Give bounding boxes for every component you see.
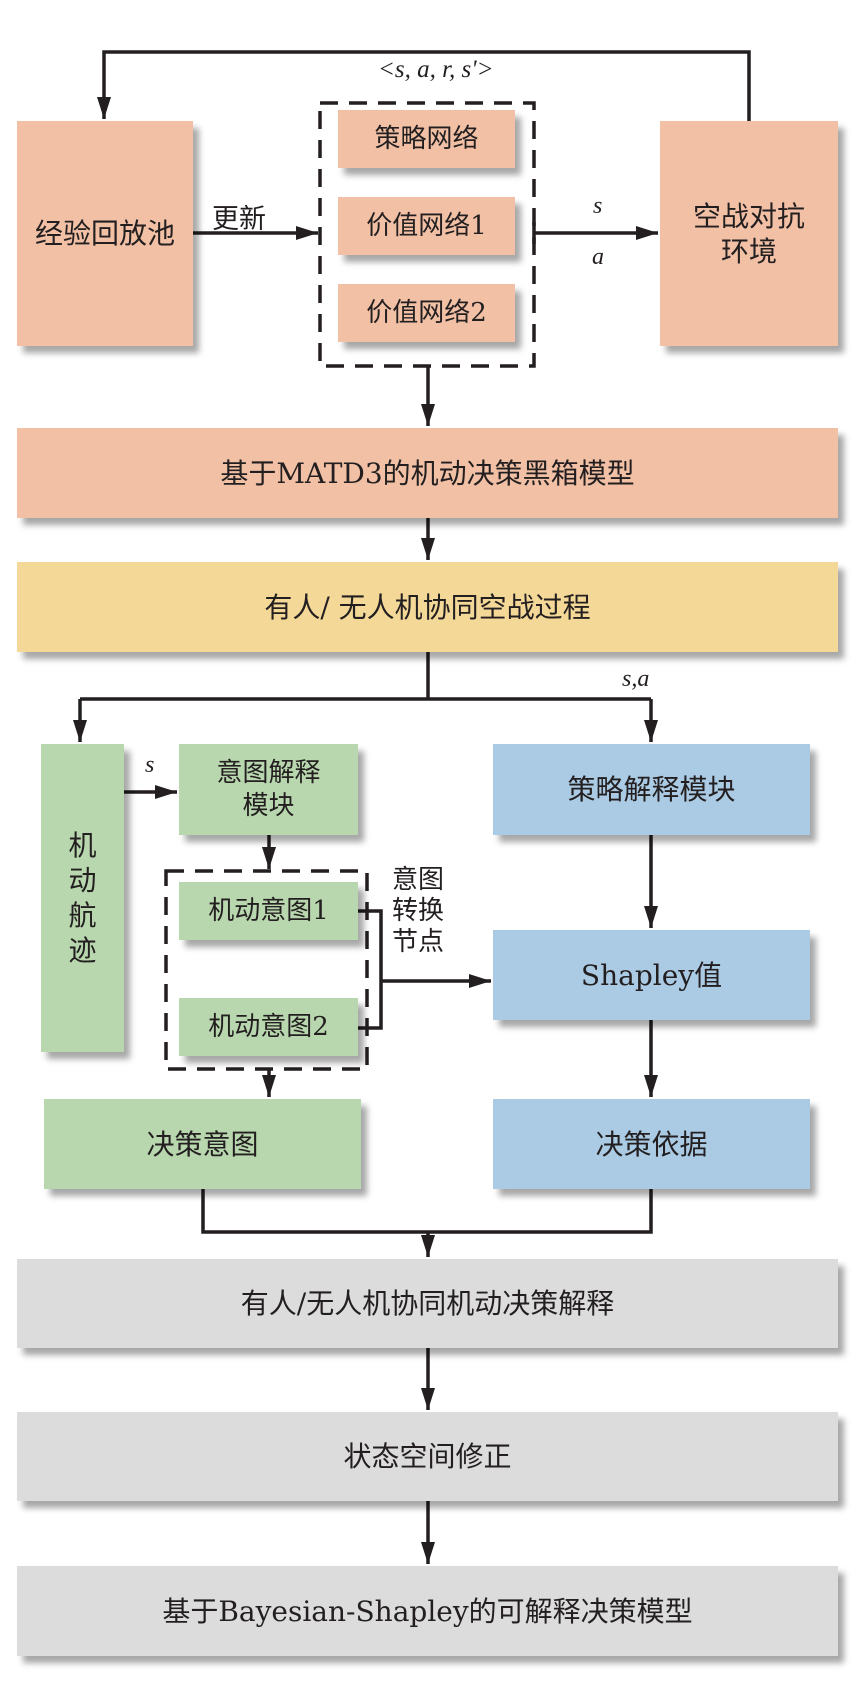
transition-line: 转换 [392, 896, 445, 927]
state-space-correction-label: 状态空间修正 [343, 1440, 512, 1473]
env-label-line1: 空战对抗 [692, 199, 805, 233]
trajectory-char: 机 [68, 829, 97, 862]
decision-basis-label: 决策依据 [595, 1127, 708, 1161]
a-label-top: a [592, 244, 604, 270]
s-label-left: s [145, 752, 155, 778]
transition-bracket [358, 909, 383, 1030]
value-network-1-box: 价值网络1 [338, 197, 515, 255]
intent-transition-node-label: 意图 转换 节点 [392, 865, 444, 959]
intent-module-line1: 意图解释 [216, 758, 321, 788]
shapley-value-box: Shapley值 [493, 930, 810, 1020]
env-label-line2: 环境 [720, 234, 777, 268]
value-network-2-label: 价值网络2 [366, 297, 487, 328]
state-space-correction-box: 状态空间修正 [17, 1412, 838, 1501]
value-network-1-label: 价值网络1 [366, 210, 487, 241]
maneuver-trajectory-box: 机 动 航 迹 [41, 744, 124, 1052]
value-network-2-box: 价值网络2 [338, 284, 515, 342]
update-label: 更新 [212, 204, 266, 235]
matd3-model-box: 基于MATD3的机动决策黑箱模型 [17, 428, 838, 518]
strategy-explanation-module-box: 策略解释模块 [493, 744, 810, 835]
maneuver-intent-1-label: 机动意图1 [208, 895, 329, 926]
decision-explanation-label: 有人/无人机协同机动决策解释 [240, 1287, 615, 1320]
bayesian-shapley-model-box: 基于Bayesian-Shapley的可解释决策模型 [17, 1566, 838, 1656]
replay-buffer-label: 经验回放池 [34, 217, 175, 250]
transition-tuple-label: <s, a, r, s'> [378, 56, 494, 83]
sa-branch-label: s,a [622, 666, 650, 692]
intent-explanation-module-box: 意图解释 模块 [179, 744, 358, 835]
trajectory-char: 动 [68, 864, 97, 897]
air-combat-process-label: 有人/ 无人机协同空战过程 [264, 590, 591, 624]
intent-group-dashed [164, 869, 369, 1071]
maneuver-intent-2-label: 机动意图2 [208, 1011, 329, 1042]
combat-environment-box: 空战对抗 环境 [660, 121, 838, 346]
air-combat-process-box: 有人/ 无人机协同空战过程 [17, 562, 838, 652]
policy-network-label: 策略网络 [374, 123, 479, 154]
shapley-value-label: Shapley值 [580, 958, 723, 992]
decision-basis-box: 决策依据 [493, 1099, 810, 1189]
intent-module-line2: 模块 [242, 790, 295, 821]
trajectory-char: 航 [68, 899, 97, 932]
strategy-module-label: 策略解释模块 [567, 773, 736, 806]
transition-line: 节点 [392, 927, 445, 958]
decision-intent-label: 决策意图 [146, 1127, 259, 1161]
feedback-loop-arrow [97, 50, 751, 121]
bayesian-shapley-model-label: 基于Bayesian-Shapley的可解释决策模型 [162, 1594, 693, 1628]
replay-buffer-box: 经验回放池 [17, 121, 193, 346]
decision-intent-box: 决策意图 [44, 1099, 361, 1189]
s-label-top: s [593, 193, 603, 219]
maneuver-intent-1-box: 机动意图1 [179, 882, 358, 940]
matd3-model-label: 基于MATD3的机动决策黑箱模型 [220, 456, 635, 490]
decision-explanation-box: 有人/无人机协同机动决策解释 [17, 1259, 838, 1348]
trajectory-char: 迹 [68, 934, 97, 967]
merge-line [201, 1189, 653, 1234]
transition-line: 意图 [392, 865, 445, 895]
maneuver-intent-2-box: 机动意图2 [179, 998, 358, 1056]
policy-network-box: 策略网络 [338, 110, 515, 168]
